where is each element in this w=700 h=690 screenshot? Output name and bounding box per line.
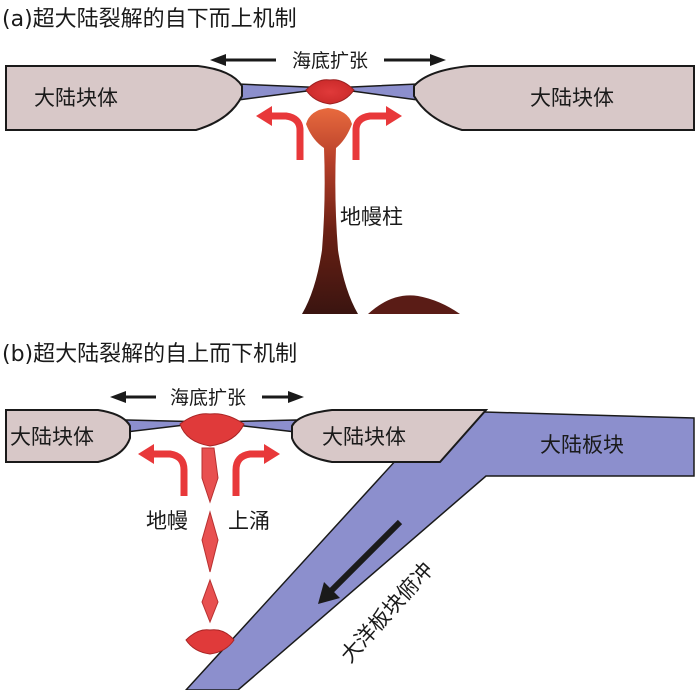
continent-right-label-a: 大陆块体 [530,86,614,110]
upwelling-arrow-left-a [268,112,304,160]
arrow-head-left-b [110,391,126,403]
upwelling-blob-4 [185,629,235,655]
plume-secondary-mound [368,295,460,314]
panel-a-title: (a)超大陆裂解的自下而上机制 [2,7,297,32]
mantle-plume [302,108,358,314]
subduction-arrow-shaft [327,519,403,595]
upwelling-arrow-right-b [232,450,266,496]
continent-left-label-b: 大陆块体 [10,425,94,449]
ridge-magma-a [305,79,355,105]
continent-left-a [5,65,243,131]
upwelling-label: 上涌 [228,509,270,533]
spreading-arrow-a [210,54,446,66]
mantle-label: 地幔 [146,509,188,533]
spreading-label-a: 海底扩张 [292,50,368,72]
upwelling-blob-3 [201,578,219,624]
panel-b-title: (b)超大陆裂解的自上而下机制 [2,342,297,367]
upwelling-blob-1 [201,447,219,504]
panel-a: (a)超大陆裂解的自下而上机制 海底扩张 大陆块体 大陆块体 地幔柱 [2,7,695,314]
upwelling-arrowhead-right-a [386,106,402,126]
arrow-head-left [210,54,226,66]
upwelling-arrow-right-a [352,112,388,160]
panel-b: (b)超大陆裂解的自上而下机制 海底扩张 大陆块体 大陆块体 大陆板块 [2,342,695,690]
spreading-arrow-b [110,391,304,403]
arrow-head-right-b [288,391,304,403]
continent-left-label-a: 大陆块体 [34,86,118,110]
upwelling-arrowhead-right-b [264,444,280,464]
oceanic-plate [184,411,695,690]
spreading-label-b: 海底扩张 [170,387,246,409]
upwelling-arrowhead-left-a [256,106,272,126]
upwelling-arrow-left-b [152,450,188,496]
continent-right-label-b: 大陆块体 [322,425,406,449]
upwelling-arrowhead-left-b [138,444,154,464]
continent-left-b [5,409,131,463]
continental-plate-label: 大陆板块 [540,433,624,457]
subduction-arrow-head [318,582,340,604]
plume-label: 地幔柱 [340,205,403,229]
arrow-head-right [430,54,446,66]
continent-right-b [291,409,489,463]
upwelling-blob-2 [201,510,219,573]
continent-right-a [413,65,695,131]
ridge-magma-b [179,413,245,447]
